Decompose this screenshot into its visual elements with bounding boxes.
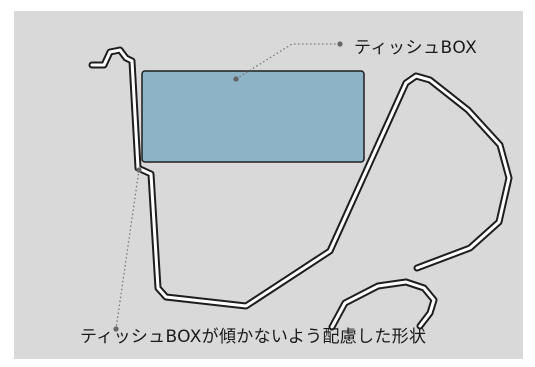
leader-line-caption <box>115 169 140 330</box>
leader-dot-tissue-box-end <box>337 41 343 47</box>
shape-caption: ティッシュBOXが傾かないよう配慮した形状 <box>80 327 427 347</box>
leader-dot-caption-end <box>113 326 119 332</box>
diagram-background <box>14 11 523 359</box>
tissue-box-label: ティッシュBOX <box>354 38 478 58</box>
wire-rack <box>88 46 513 331</box>
wire-bottom-hook <box>328 278 438 331</box>
leader-dot-caption-start <box>136 167 142 173</box>
tissue-box <box>141 70 365 163</box>
leader-dot-tissue-box-start <box>233 76 239 82</box>
